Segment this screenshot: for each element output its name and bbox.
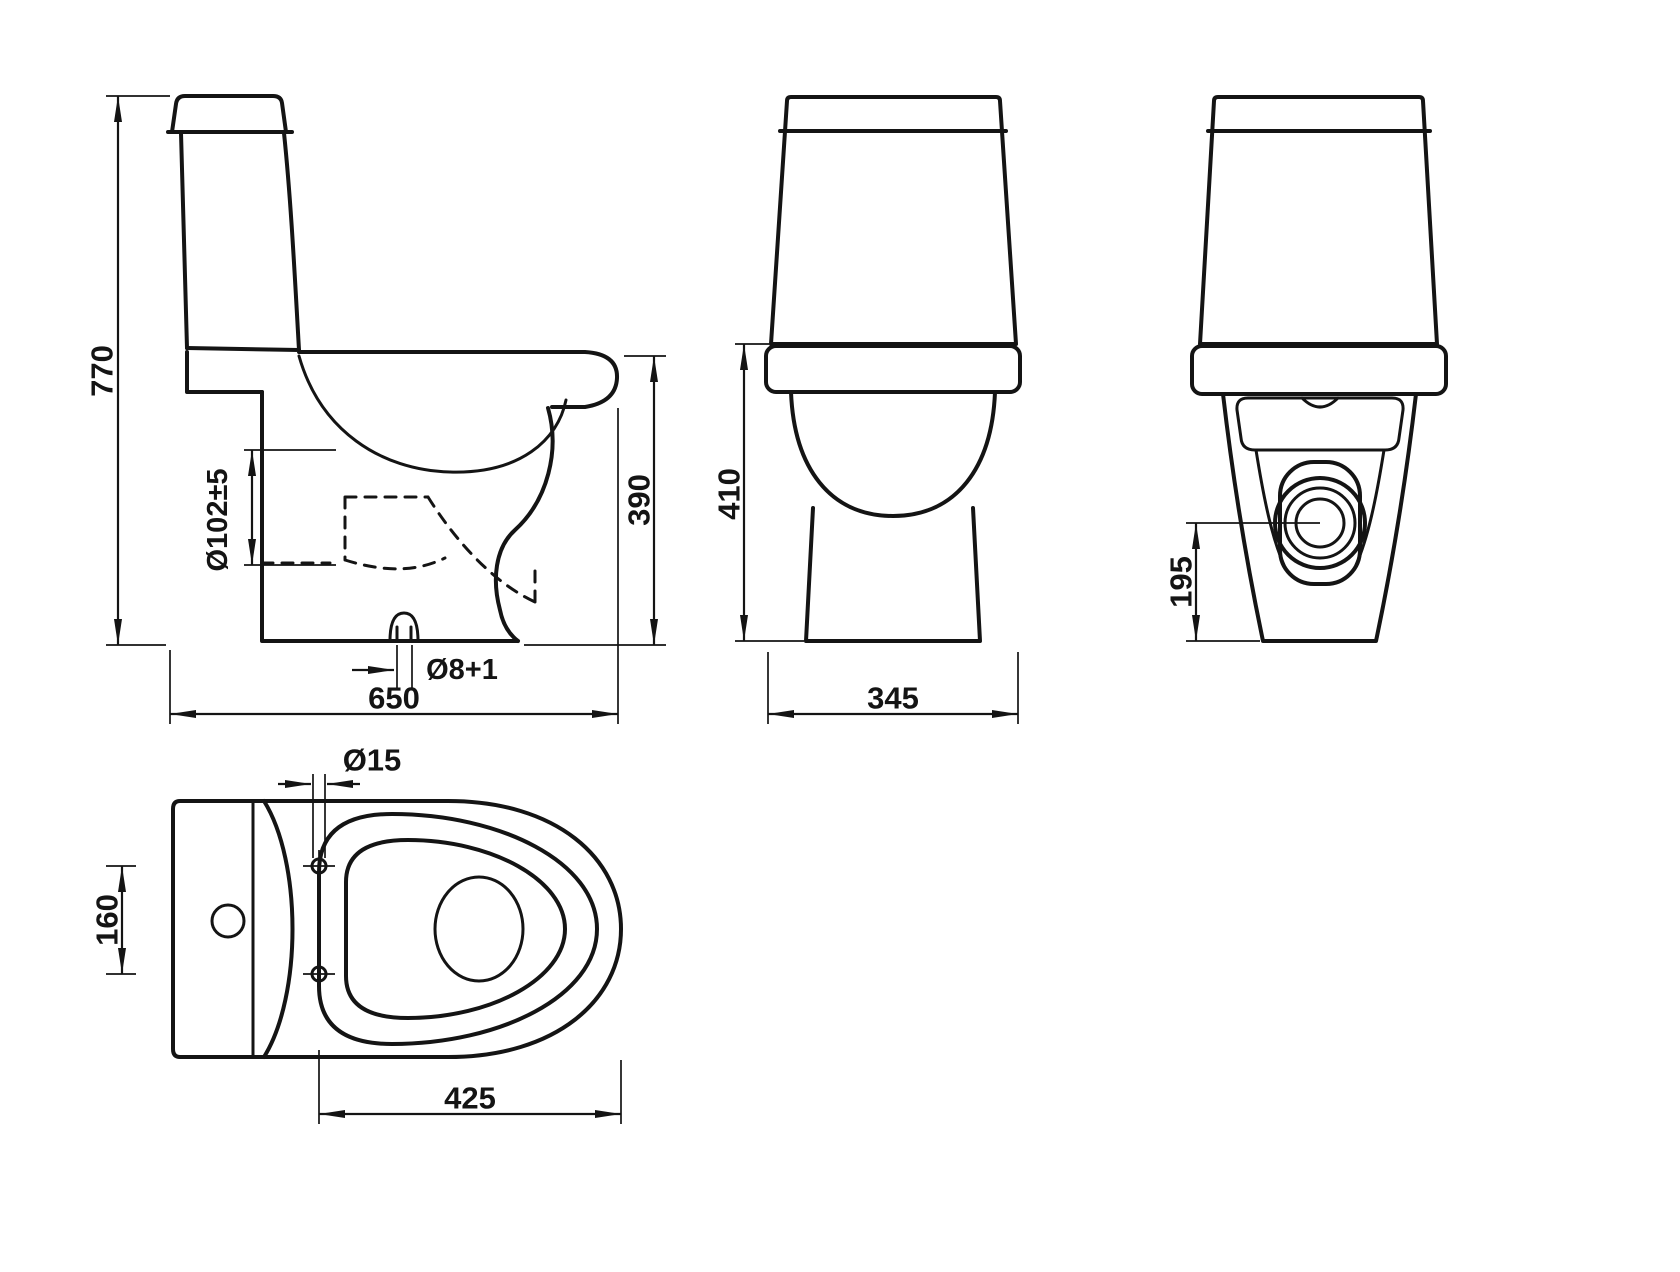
top-seat-outer xyxy=(317,812,599,1046)
side-deck-back xyxy=(185,350,264,394)
side-seat xyxy=(185,346,620,409)
side-bowl-body xyxy=(260,390,555,643)
dim-seat-depth-label: 425 xyxy=(444,1081,496,1116)
dim-rim-height-label: 390 xyxy=(622,474,657,526)
front-bowl xyxy=(789,390,997,518)
dim-hinge-spacing-label: 160 xyxy=(90,894,125,946)
dim-overall-width-label: 345 xyxy=(867,681,919,716)
top-seat-inner xyxy=(344,838,567,1020)
rear-hinge-panel xyxy=(1235,396,1405,452)
dim-hinge-hole-diameter-label: Ø15 xyxy=(343,743,402,778)
front-pedestal xyxy=(804,506,982,643)
top-hinge-cross-lower xyxy=(303,958,335,990)
rear-body xyxy=(1221,392,1418,643)
side-outlet-dome xyxy=(388,611,420,643)
top-cistern-front-curve xyxy=(262,799,295,1059)
dim-trap-diameter-label: Ø102±5 xyxy=(202,469,234,572)
front-view: 410 345 xyxy=(712,95,1022,724)
front-cistern xyxy=(769,95,1018,346)
dim-390-extension xyxy=(524,355,666,646)
dim-fixing-hole-label: Ø8+1 xyxy=(426,654,498,686)
dim-outlet-height-label: 195 xyxy=(1164,556,1199,608)
dim-195-extension xyxy=(1186,522,1320,642)
dim-102-extension xyxy=(244,449,336,566)
dim-15-extension xyxy=(312,774,326,858)
dim-overall-height-label: 770 xyxy=(85,345,120,397)
side-view: 770 390 Ø102±5 Ø8+1 650 xyxy=(85,94,666,724)
side-cistern-tank xyxy=(179,131,301,352)
side-cistern-lid xyxy=(170,94,288,134)
side-trap-dashed xyxy=(260,495,537,604)
top-flush-button xyxy=(210,903,246,939)
front-shelf xyxy=(764,344,1022,394)
top-view: Ø15 160 425 xyxy=(90,743,623,1124)
rear-shelf xyxy=(1190,344,1448,396)
dim-front-height-label: 410 xyxy=(712,468,747,520)
dim-overall-depth-label: 650 xyxy=(368,681,420,716)
rear-cistern xyxy=(1198,95,1439,346)
top-hinge-cross-upper xyxy=(303,850,335,882)
dim-8-extension xyxy=(396,645,413,690)
side-bowl-inner-curve xyxy=(297,354,568,474)
top-outline xyxy=(171,799,623,1059)
top-water-surface xyxy=(433,875,525,983)
rear-view: 195 xyxy=(1164,95,1448,643)
